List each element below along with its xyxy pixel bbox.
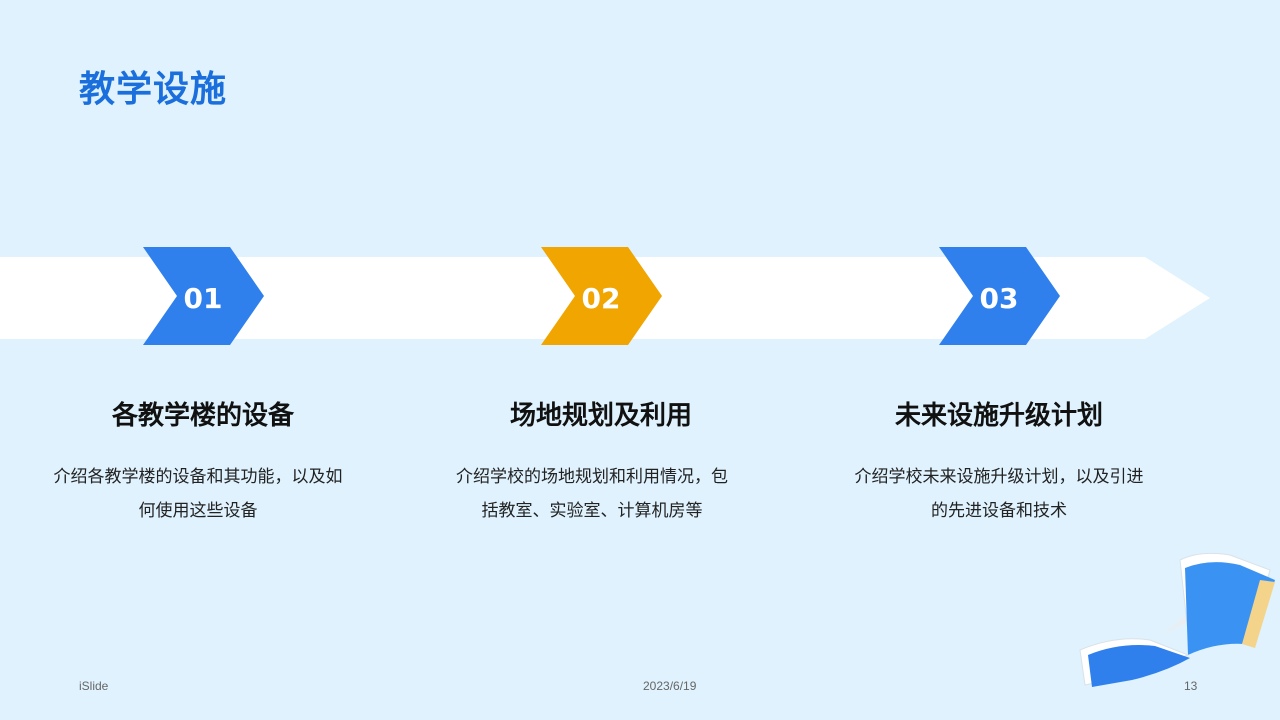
step-title-01: 各教学楼的设备	[111, 401, 294, 431]
step-title-02: 场地规划及利用	[509, 401, 692, 431]
footer-brand: iSlide	[79, 679, 109, 693]
footer-date: 2023/6/19	[643, 679, 697, 693]
slide-title: 教学设施	[79, 69, 228, 110]
chevron-02	[541, 247, 662, 345]
step-desc-03: 介绍学校未来设施升级计划，以及引进的先进设备和技术	[854, 467, 1144, 521]
step-desc-01: 介绍各教学楼的设备和其功能，以及如何使用这些设备	[53, 467, 343, 521]
step-number-02: 02	[581, 282, 621, 315]
step-title-03: 未来设施升级计划	[894, 401, 1103, 431]
timeline-arrow	[0, 247, 1210, 345]
chevron-03	[939, 247, 1060, 345]
footer-page-number: 13	[1184, 679, 1198, 693]
step-number-01: 01	[183, 282, 223, 315]
step-desc-02: 介绍学校的场地规划和利用情况，包括教室、实验室、计算机房等	[456, 467, 728, 521]
chevron-01	[143, 247, 264, 345]
open-book-icon	[1079, 552, 1275, 687]
step-number-03: 03	[979, 282, 1019, 315]
